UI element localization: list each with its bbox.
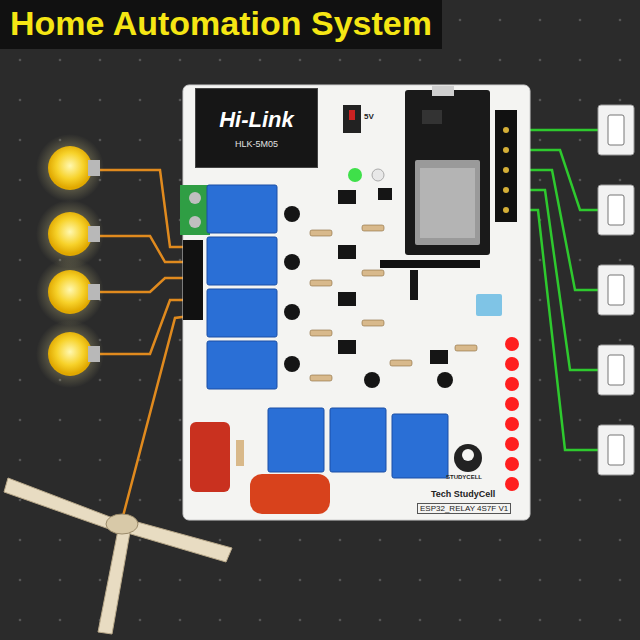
part-number: HLK-5M05 <box>235 139 278 149</box>
power-module: Hi-LinkHLK-5M05 <box>195 88 318 168</box>
brand-text: Tech StudyCell <box>431 489 495 499</box>
brand-text: Hi-Link <box>219 107 294 133</box>
logo-text: STUDYCELL <box>446 474 482 480</box>
title-band: Home Automation System <box>0 0 442 49</box>
part-number: ESP32_RELAY 4S7F V1 <box>417 503 511 514</box>
voltage-label: 5V <box>364 112 374 121</box>
title: Home Automation System <box>10 4 432 43</box>
pcb-board: Tech StudyCellESP32_RELAY 4S7F V1 Hi-Link… <box>183 85 530 520</box>
